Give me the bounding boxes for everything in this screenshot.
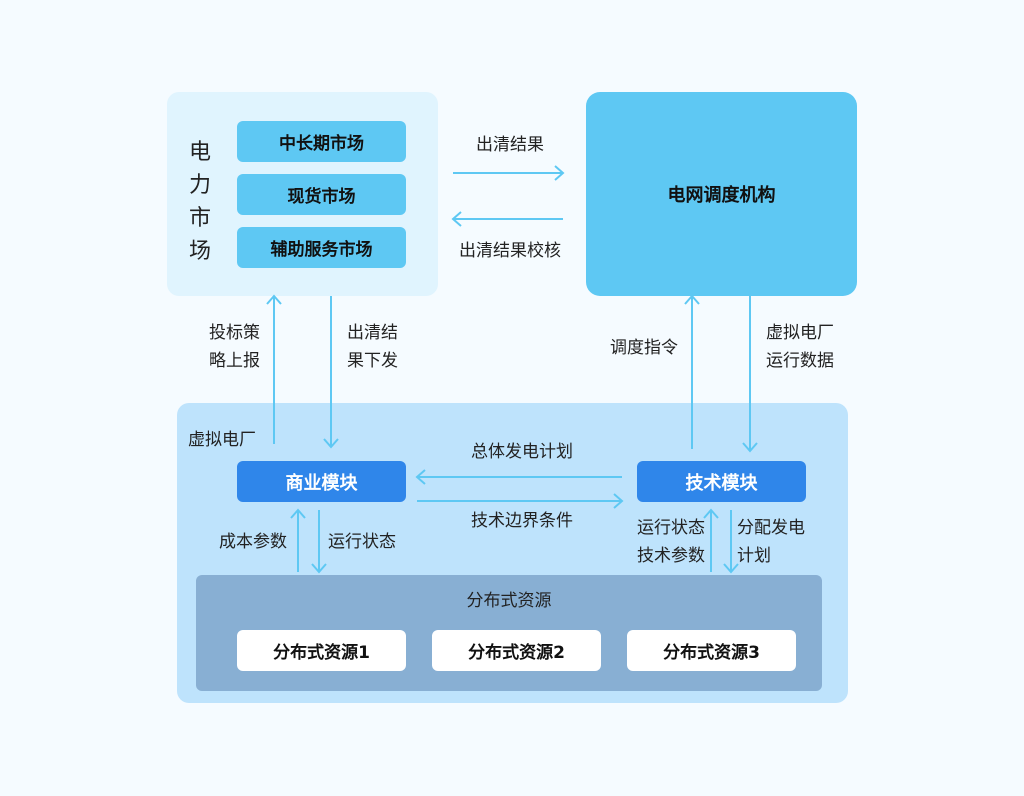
arrow-bid-up [266,294,282,444]
label-bid-strategy: 投标策略上报 [209,323,260,371]
label-clearing-check: 出清结果校核 [459,241,561,261]
resource-1[interactable]: 分布式资源1 [237,630,406,671]
label-overall-plan: 总体发电计划 [471,442,573,462]
label-clearing-issue: 出清结果下发 [347,323,398,371]
label-cost-params: 成本参数 [219,532,287,552]
label-tech-boundary: 技术边界条件 [471,511,573,531]
label-dispatch-cmd: 调度指令 [610,338,678,358]
resource-2[interactable]: 分布式资源2 [432,630,601,671]
arrow-tech-boundary [417,493,624,509]
arrow-clearing-down [323,296,339,449]
technical-module[interactable]: 技术模块 [637,461,806,502]
market-ancillary[interactable]: 辅助服务市场 [237,227,406,268]
arrow-dispatch-up [684,294,700,449]
business-module[interactable]: 商业模块 [237,461,406,502]
label-vpp-data: 虚拟电厂运行数据 [766,323,834,371]
arrow-state-down [311,510,327,574]
resources-title: 分布式资源 [466,591,552,611]
arrow-tech-up [703,508,719,572]
label-clearing-result: 出清结果 [476,135,544,155]
arrow-clearing-check [451,211,563,227]
grid-dispatch-box[interactable]: 电网调度机构 [586,92,857,296]
label-state-tech: 运行状态技术参数 [637,518,705,566]
arrow-cost-up [290,508,306,572]
market-spot[interactable]: 现货市场 [237,174,406,215]
power-market-title: 电力市场 [188,140,211,264]
arrow-overall-plan [415,469,622,485]
market-mid-long-term[interactable]: 中长期市场 [237,121,406,162]
arrow-clearing-result [453,165,565,181]
arrow-vpp-data-down [742,296,758,453]
arrow-alloc-down [723,510,739,574]
vpp-title: 虚拟电厂 [188,430,256,450]
resource-3[interactable]: 分布式资源3 [627,630,796,671]
label-alloc-plan: 分配发电计划 [737,518,805,566]
label-run-state: 运行状态 [328,532,396,552]
